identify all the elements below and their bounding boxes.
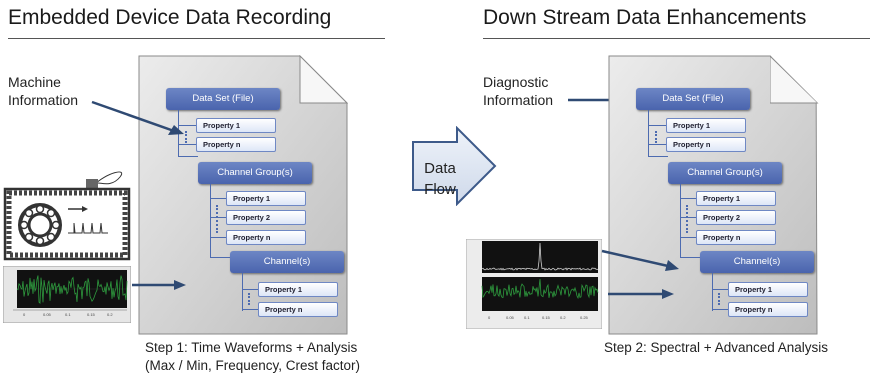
waveform-arrow bbox=[132, 280, 186, 290]
tree-branch bbox=[210, 257, 230, 258]
dataset-property-n: Property n bbox=[666, 137, 746, 152]
diagnostic-label-line2: Information bbox=[483, 92, 554, 108]
tree-branch bbox=[680, 217, 696, 218]
tree-dots bbox=[718, 293, 720, 305]
tree-line bbox=[242, 273, 243, 311]
channel-group-property-1: Property 1 bbox=[226, 191, 306, 206]
data-flow-arrow bbox=[412, 126, 497, 206]
svg-text:0.15: 0.15 bbox=[87, 312, 96, 317]
tree-line bbox=[648, 110, 649, 156]
machine-info-arrow bbox=[91, 100, 184, 135]
channel-node: Channel(s) bbox=[700, 251, 814, 273]
machine-sensor-illustration bbox=[3, 171, 131, 261]
channel-group-node: Channel Group(s) bbox=[668, 162, 782, 184]
machine-information-label: Machine Information bbox=[8, 73, 78, 109]
channel-group-node: Channel Group(s) bbox=[198, 162, 312, 184]
dataset-property-1: Property 1 bbox=[666, 118, 746, 133]
tree-branch bbox=[210, 237, 226, 238]
channel-property-1: Property 1 bbox=[258, 282, 338, 297]
svg-text:0.05: 0.05 bbox=[506, 315, 515, 320]
tree-branch bbox=[648, 144, 666, 145]
tree-branch bbox=[648, 125, 666, 126]
right-caption: Step 2: Spectral + Advanced Analysis bbox=[604, 340, 829, 355]
data-flow-line2: Flow bbox=[424, 181, 456, 198]
tree-branch bbox=[680, 198, 696, 199]
tree-branch bbox=[648, 156, 668, 157]
spectrum-arrow-top bbox=[601, 249, 679, 271]
diagnostic-label-line1: Diagnostic bbox=[483, 74, 549, 90]
tree-line bbox=[210, 184, 211, 239]
spectrum-arrow-bottom bbox=[608, 289, 674, 299]
svg-text:0.2: 0.2 bbox=[107, 312, 113, 317]
channel-property-n: Property n bbox=[258, 302, 338, 317]
data-flow-line1: Data bbox=[424, 160, 456, 177]
tree-branch bbox=[178, 144, 196, 145]
tree-branch bbox=[680, 237, 696, 238]
time-waveform-thumbnail: 0 0.05 0.1 0.15 0.2 bbox=[3, 266, 131, 323]
tree-dots bbox=[655, 131, 657, 143]
right-heading-underline bbox=[483, 38, 870, 39]
dataset-property-n: Property n bbox=[196, 137, 276, 152]
channel-node: Channel(s) bbox=[230, 251, 344, 273]
tree-branch bbox=[242, 309, 258, 310]
svg-text:0.1: 0.1 bbox=[524, 315, 530, 320]
svg-text:0.2: 0.2 bbox=[560, 315, 566, 320]
spectrum-thumbnail: 0 0.05 0.1 0.15 0.2 0.25 bbox=[466, 239, 602, 329]
tree-branch bbox=[680, 257, 700, 258]
channel-group-property-n: Property n bbox=[226, 230, 306, 245]
data-flow-label: Data Flow bbox=[414, 158, 466, 200]
channel-group-property-n: Property n bbox=[696, 230, 776, 245]
right-heading: Down Stream Data Enhancements bbox=[483, 6, 807, 29]
tree-dots bbox=[216, 205, 218, 233]
dataset-node: Data Set (File) bbox=[166, 88, 280, 110]
tree-branch bbox=[178, 156, 198, 157]
dataset-property-1: Property 1 bbox=[196, 118, 276, 133]
svg-text:0.25: 0.25 bbox=[580, 315, 589, 320]
channel-property-n: Property n bbox=[728, 302, 808, 317]
tree-branch bbox=[712, 289, 728, 290]
svg-text:0.1: 0.1 bbox=[65, 312, 71, 317]
svg-text:0: 0 bbox=[488, 315, 491, 320]
tree-branch bbox=[178, 125, 196, 126]
left-heading: Embedded Device Data Recording bbox=[8, 6, 332, 29]
svg-text:0.05: 0.05 bbox=[43, 312, 52, 317]
left-caption: Step 1: Time Waveforms + Analysis (Max /… bbox=[145, 339, 360, 375]
channel-group-property-1: Property 1 bbox=[696, 191, 776, 206]
right-page-fold bbox=[770, 55, 819, 104]
tree-branch bbox=[210, 198, 226, 199]
svg-text:0: 0 bbox=[23, 312, 26, 317]
tree-branch bbox=[242, 289, 258, 290]
tree-line bbox=[712, 273, 713, 311]
dataset-node: Data Set (File) bbox=[636, 88, 750, 110]
tree-branch bbox=[712, 309, 728, 310]
left-heading-underline bbox=[8, 38, 385, 39]
channel-property-1: Property 1 bbox=[728, 282, 808, 297]
left-file-document: Data Set (File) Property 1 Property n Ch… bbox=[138, 55, 348, 335]
channel-group-property-2: Property 2 bbox=[226, 210, 306, 225]
tree-line bbox=[680, 184, 681, 239]
tree-branch bbox=[210, 217, 226, 218]
svg-text:0.15: 0.15 bbox=[542, 315, 551, 320]
machine-label-line1: Machine bbox=[8, 74, 61, 90]
diagnostic-information-label: Diagnostic Information bbox=[483, 73, 553, 109]
tree-dots bbox=[686, 205, 688, 233]
tree-dots bbox=[185, 131, 187, 143]
left-caption-line2: (Max / Min, Frequency, Crest factor) bbox=[145, 358, 361, 373]
channel-group-property-2: Property 2 bbox=[696, 210, 776, 225]
left-caption-line1: Step 1: Time Waveforms + Analysis bbox=[145, 340, 358, 355]
tree-dots bbox=[248, 293, 250, 305]
machine-label-line2: Information bbox=[8, 92, 79, 108]
